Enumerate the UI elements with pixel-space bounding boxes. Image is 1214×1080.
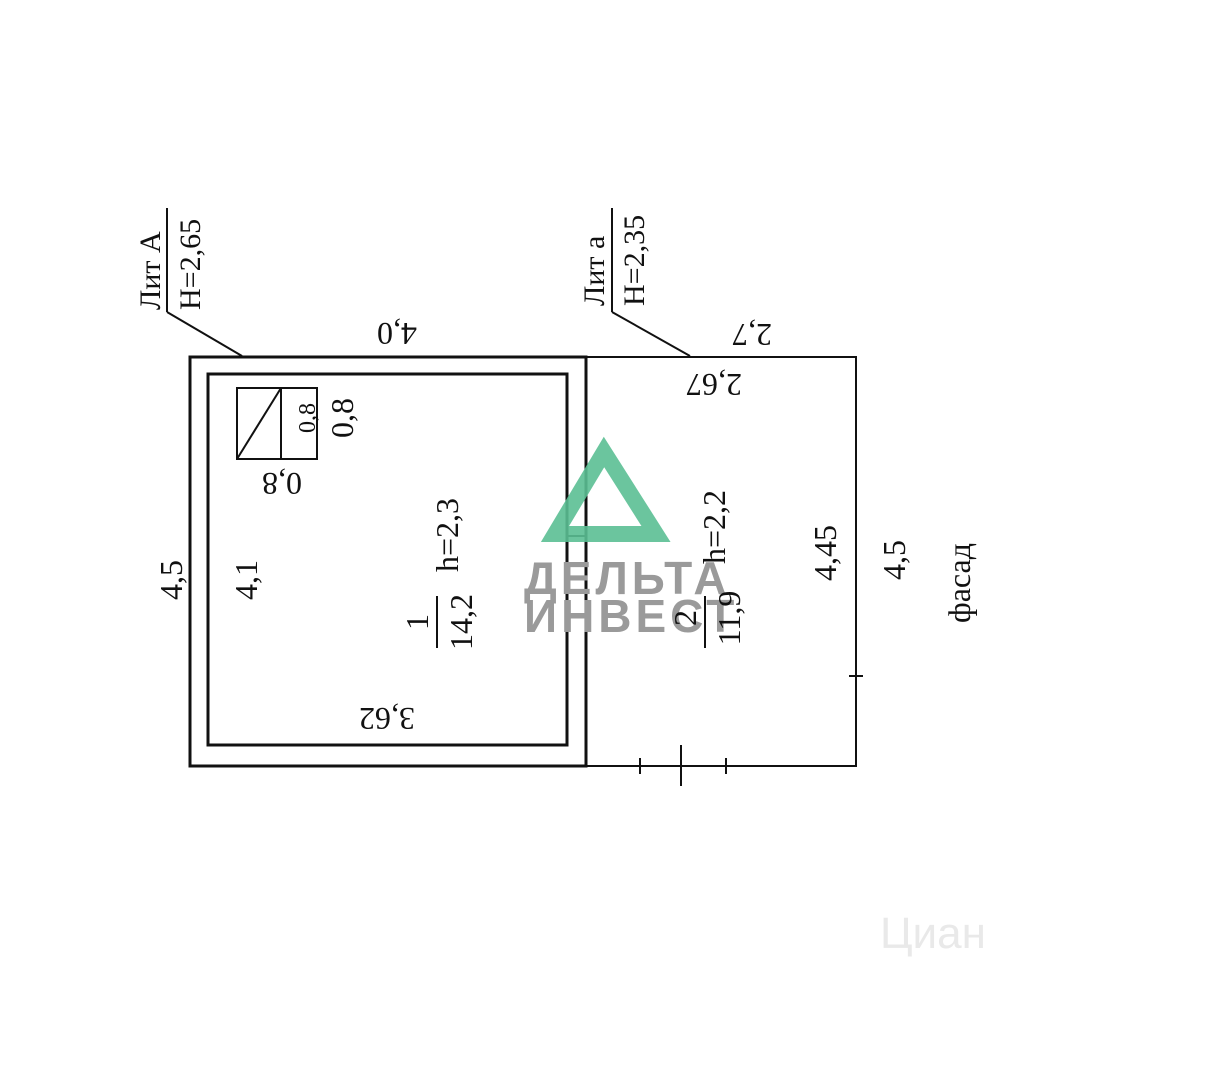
room2-height: h=2,2	[696, 490, 732, 564]
dim-stove-height: 0,8	[295, 403, 321, 433]
dim-annex-inner-height: 4,45	[807, 525, 843, 581]
dim-outer-height-A: 4,5	[153, 560, 189, 600]
dim-inner-height-A: 4,1	[228, 560, 264, 600]
lit-a-name: Лит а	[578, 236, 611, 306]
dim-outer-width-A: 4,0	[377, 316, 417, 352]
facade-label: фасад	[941, 543, 977, 623]
room1-number: 1	[399, 614, 435, 630]
lit-A-name: Лит А	[134, 231, 167, 310]
stove-dim-box	[280, 387, 318, 460]
room2-area: 11,9	[711, 591, 747, 646]
dim-inner-width-A: 3,62	[359, 701, 415, 737]
lit-A-height: H=2,65	[174, 219, 207, 310]
stove-diagonal	[236, 387, 282, 460]
watermark-line1: ДЕЛЬТА	[524, 552, 731, 604]
room1-area: 14,2	[443, 594, 479, 650]
annex-outline	[586, 356, 857, 767]
watermark-line2: ИНВЕСТ	[524, 590, 738, 642]
dim-stove-width: 0,8	[262, 466, 302, 502]
room1-height: h=2,3	[429, 498, 465, 572]
main-outer-wall	[188, 355, 588, 768]
lit-a-height: H=2,35	[618, 215, 651, 306]
leader-lit-a	[611, 311, 691, 357]
dim-annex-outer-width: 2,7	[732, 317, 772, 353]
cian-watermark: Циан	[880, 909, 986, 958]
dim-annex-inner-width: 2,67	[686, 367, 742, 403]
leader-lit-A	[166, 311, 243, 357]
main-inner-wall	[206, 372, 569, 747]
dim-stove-height-2: 0,8	[324, 398, 360, 438]
delta-logo-icon	[540, 436, 671, 542]
room2-number: 2	[667, 610, 703, 626]
dim-annex-outer-height: 4,5	[876, 540, 912, 580]
